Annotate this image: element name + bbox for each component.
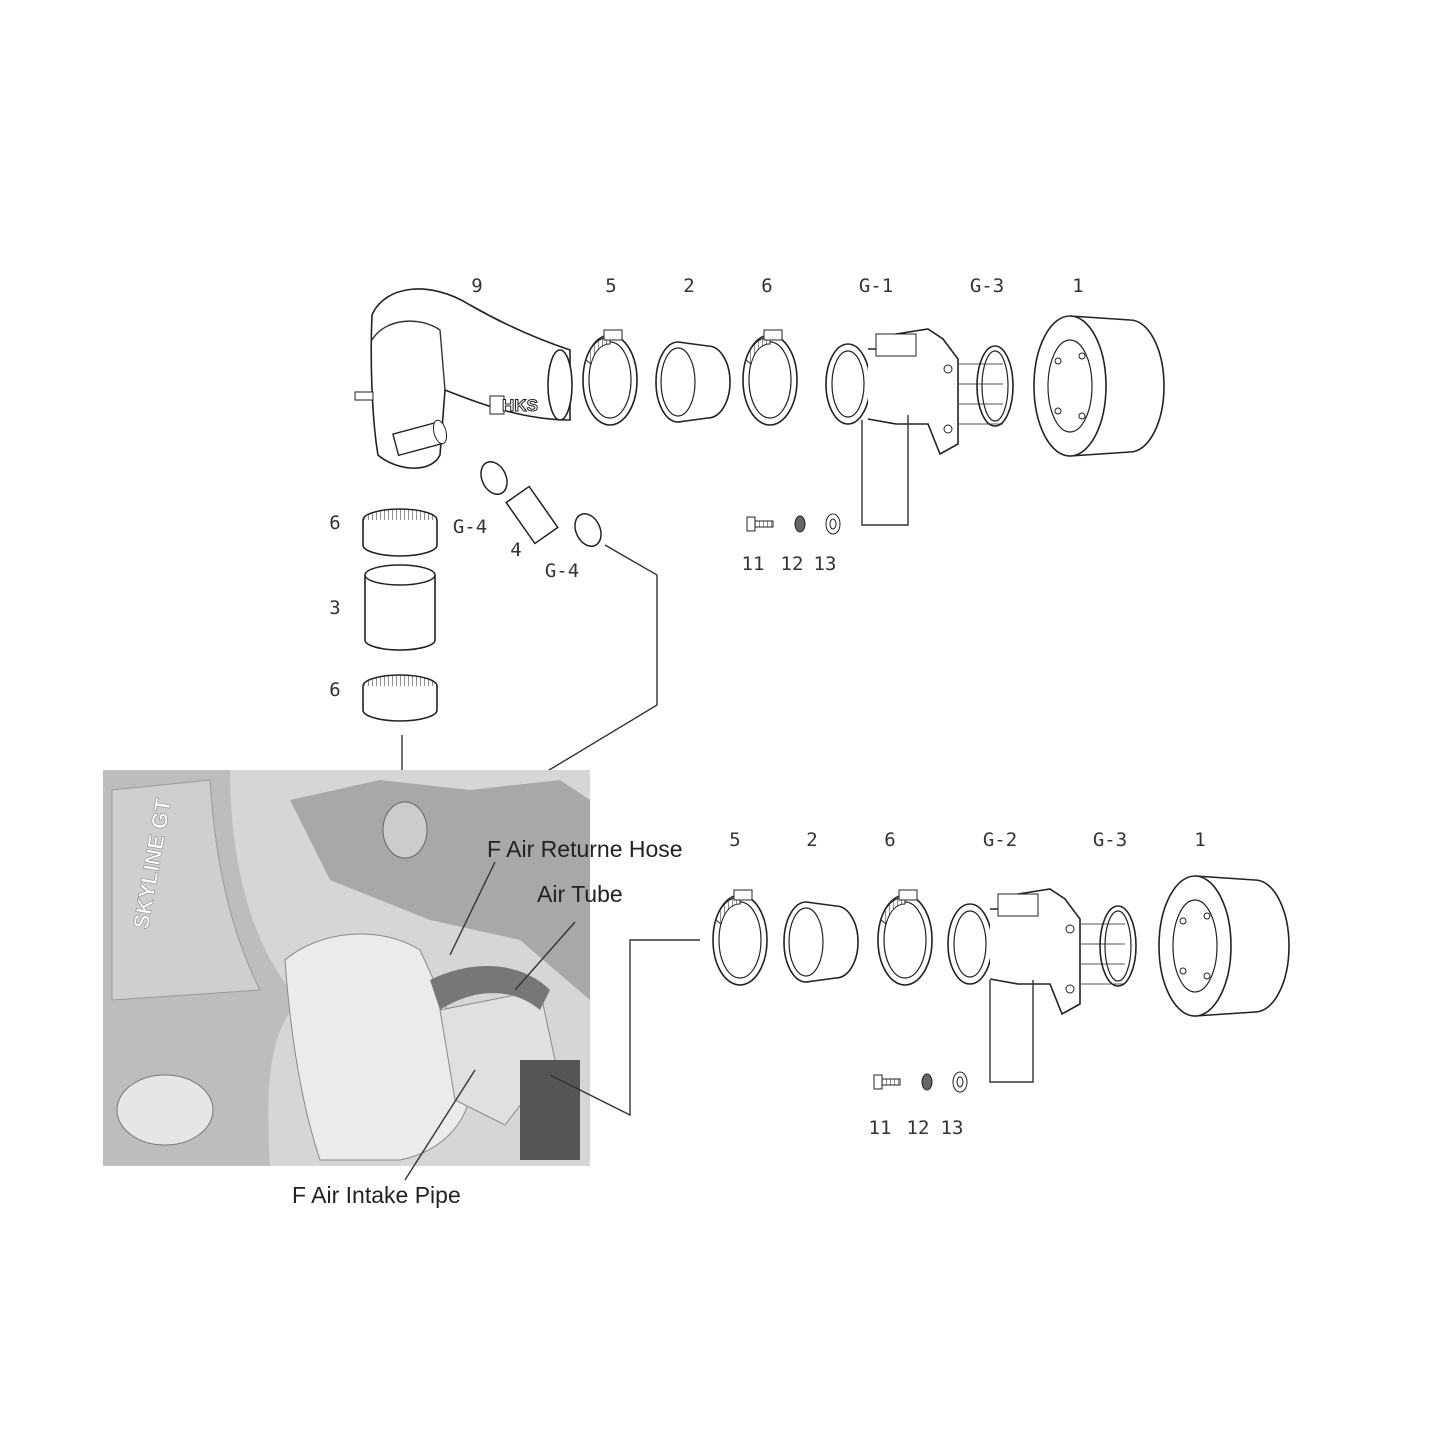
label-5-lower: 5: [729, 829, 740, 851]
label-11-lower: 11: [869, 1117, 892, 1139]
label-3: 3: [329, 597, 340, 619]
hose-clamp-6-lower: [877, 889, 933, 986]
sleeve-2: [655, 341, 731, 423]
maf-adapter-g2: [947, 888, 1126, 1015]
label-5: 5: [605, 275, 616, 297]
label-2: 2: [683, 275, 694, 297]
air-filter-1: [1033, 315, 1165, 457]
engine-photo: SKYLINE GT F Air Returne Hose Air Tube F…: [103, 770, 700, 1208]
ring-g3: [976, 345, 1014, 427]
callout-air-tube: Air Tube: [537, 881, 623, 907]
hose-clamp-5: [582, 329, 638, 426]
hks-logo-box-h: [489, 395, 505, 415]
label-g3-lower: G-3: [1093, 829, 1127, 851]
label-9: 9: [471, 275, 482, 297]
sleeve-2-lower: [783, 901, 859, 983]
hose-clamp-5-lower: [712, 889, 768, 986]
label-4: 4: [510, 539, 521, 561]
label-g4-lower: G-4: [545, 560, 579, 582]
coupler-stack: [362, 508, 438, 845]
label-6-lower: 6: [329, 679, 340, 701]
label-g1: G-1: [859, 275, 893, 297]
callout-return-hose: F Air Returne Hose: [487, 836, 683, 862]
small-hose-group: [480, 461, 602, 547]
label-g4-upper: G-4: [453, 516, 487, 538]
hardware-bolt-washers-lower: [873, 1071, 968, 1093]
label-13: 13: [814, 553, 837, 575]
label-1-lower: 1: [1194, 829, 1205, 851]
label-g3: G-3: [970, 275, 1004, 297]
label-6-upper: 6: [329, 512, 340, 534]
label-2-lower: 2: [806, 829, 817, 851]
label-12: 12: [781, 553, 804, 575]
label-12-lower: 12: [907, 1117, 930, 1139]
air-filter-1-lower: [1158, 875, 1290, 1017]
label-6-lower-row: 6: [884, 829, 895, 851]
hose-clamp-6: [742, 329, 798, 426]
callout-intake-pipe: F Air Intake Pipe: [292, 1182, 461, 1208]
label-g2: G-2: [983, 829, 1017, 851]
intake-pipe-9: HKS: [354, 288, 573, 469]
hardware-bolt-washers: [746, 513, 841, 535]
ring-g3-lower: [1099, 905, 1137, 987]
label-6: 6: [761, 275, 772, 297]
top-assembly: HKS 9 5 2 6 G-1 G-3 1: [329, 275, 1165, 861]
label-1: 1: [1072, 275, 1083, 297]
bottom-assembly: 5 2 6 G-2 G-3 1 11 12 13: [712, 829, 1290, 1139]
label-11: 11: [742, 553, 765, 575]
hks-logo: HKS: [502, 396, 538, 415]
label-13-lower: 13: [941, 1117, 964, 1139]
